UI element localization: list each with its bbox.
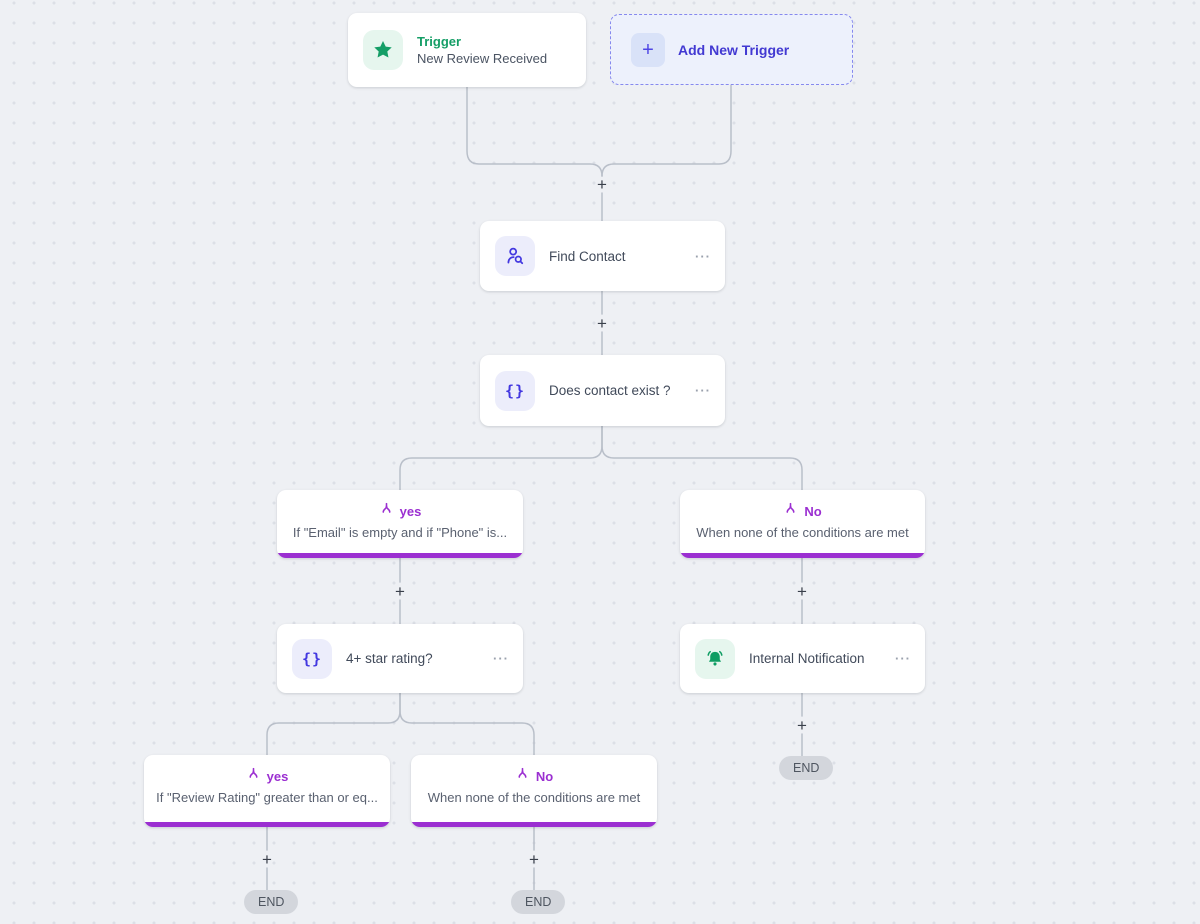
- branch-accent-bar: [144, 822, 390, 827]
- branch-condition: If "Email" is empty and if "Phone" is...: [292, 525, 508, 540]
- star-rating-label: 4+ star rating?: [346, 651, 433, 666]
- branch-label: yes: [266, 768, 289, 784]
- does-contact-exist-label: Does contact exist ?: [549, 383, 671, 398]
- more-options-icon[interactable]: ···: [695, 383, 711, 398]
- edge-trigger-merge-right: [601, 84, 732, 177]
- find-contact-node[interactable]: Find Contact ···: [480, 221, 725, 291]
- more-options-icon[interactable]: ···: [493, 651, 509, 666]
- internal-notification-node[interactable]: Internal Notification ···: [680, 624, 925, 693]
- branch-split-icon: [515, 766, 530, 786]
- end-marker: END: [779, 756, 834, 780]
- branch-condition: When none of the conditions are met: [696, 525, 909, 540]
- branch-no-contact-node[interactable]: No When none of the conditions are met: [680, 490, 925, 558]
- braces-icon: {}: [495, 370, 535, 411]
- user-search-icon: [495, 236, 535, 276]
- add-step-button[interactable]: +: [797, 581, 807, 601]
- branch-condition: If "Review Rating" greater than or eq...: [156, 790, 378, 805]
- more-options-icon[interactable]: ···: [695, 248, 711, 264]
- add-step-button[interactable]: +: [395, 581, 405, 601]
- branch-label: No: [804, 503, 822, 519]
- edge-split1-left: [399, 425, 603, 491]
- add-new-trigger-label: Add New Trigger: [678, 41, 790, 58]
- branch-accent-bar: [680, 553, 925, 558]
- add-step-button[interactable]: +: [597, 174, 607, 194]
- add-step-button[interactable]: +: [262, 849, 272, 869]
- star-rating-node[interactable]: {} 4+ star rating? ···: [277, 624, 523, 693]
- add-step-button[interactable]: +: [797, 715, 807, 735]
- edge-split2-right: [399, 692, 535, 756]
- trigger-category-label: Trigger: [417, 34, 462, 49]
- bell-icon: [695, 638, 735, 679]
- does-contact-exist-node[interactable]: {} Does contact exist ? ···: [480, 355, 725, 426]
- branch-yes-rating-node[interactable]: yes If "Review Rating" greater than or e…: [144, 755, 390, 827]
- trigger-title: New Review Received: [417, 51, 548, 66]
- edge-trigger-merge-left: [466, 86, 603, 177]
- branch-split-icon: [783, 501, 798, 521]
- branch-label: yes: [399, 503, 422, 519]
- add-step-button[interactable]: +: [597, 313, 607, 333]
- branch-accent-bar: [277, 553, 523, 558]
- trigger-node[interactable]: Trigger New Review Received: [348, 13, 586, 87]
- braces-icon: {}: [292, 638, 332, 679]
- branch-split-icon: [379, 501, 394, 521]
- branch-accent-bar: [411, 822, 657, 827]
- internal-notification-label: Internal Notification: [749, 651, 865, 666]
- branch-label: No: [535, 768, 554, 784]
- branch-condition: When none of the conditions are met: [427, 790, 641, 805]
- star-icon: [363, 30, 403, 70]
- edge-split1-right: [601, 425, 803, 491]
- branch-split-icon: [246, 766, 261, 786]
- more-options-icon[interactable]: ···: [895, 651, 911, 666]
- end-marker: END: [244, 890, 299, 914]
- add-new-trigger-button[interactable]: + Add New Trigger: [610, 14, 853, 85]
- add-step-button[interactable]: +: [529, 849, 539, 869]
- edge-split2-left: [266, 692, 401, 756]
- plus-icon: +: [631, 32, 665, 67]
- branch-yes-email-node[interactable]: yes If "Email" is empty and if "Phone" i…: [277, 490, 523, 558]
- find-contact-label: Find Contact: [549, 248, 626, 264]
- end-marker: END: [511, 890, 566, 914]
- branch-no-rating-node[interactable]: No When none of the conditions are met: [411, 755, 657, 827]
